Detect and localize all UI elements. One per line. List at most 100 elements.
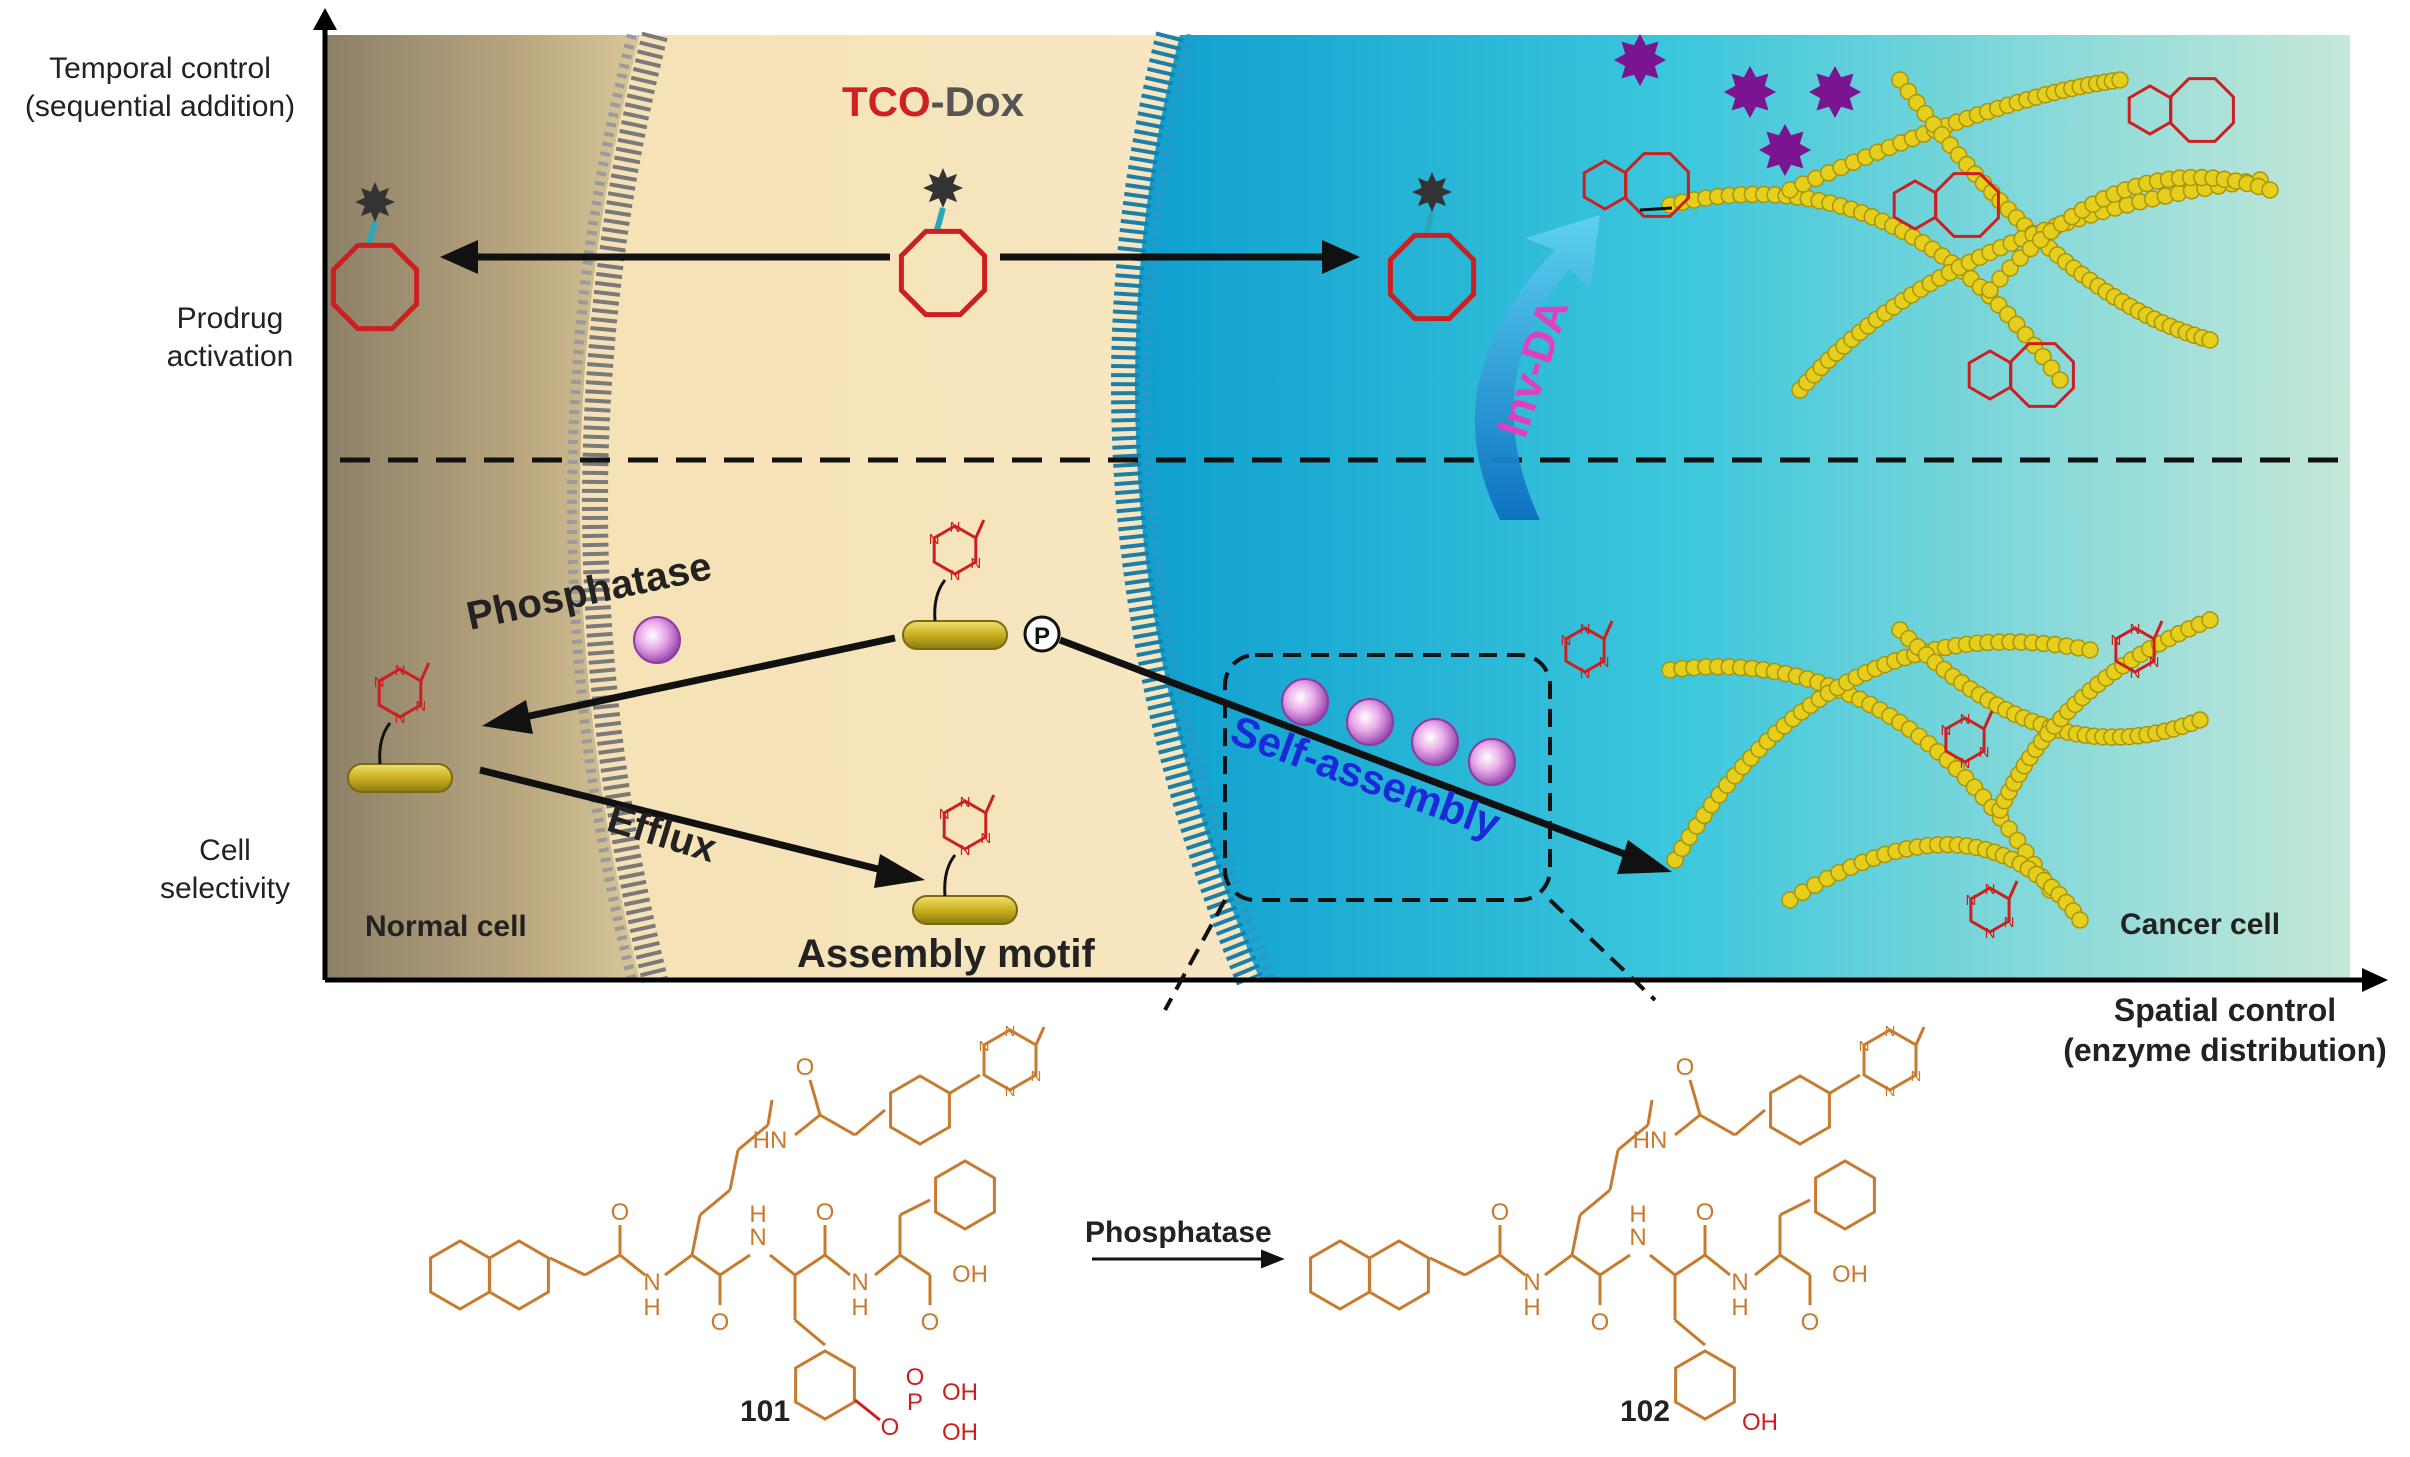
fiber-bead xyxy=(2008,831,2027,850)
fiber-bead xyxy=(2111,71,2129,89)
assembly-rod xyxy=(902,620,1008,650)
atom-label: H xyxy=(749,1201,766,1228)
phenyl-ring-linker xyxy=(1769,1074,1831,1146)
prodrug-activation-label: Prodrug activation xyxy=(70,300,390,376)
atom-label: H xyxy=(851,1294,868,1321)
phosphatase-enzyme-icon xyxy=(1411,718,1459,766)
atom-label: N xyxy=(643,1269,660,1296)
nitrogen-atom: N xyxy=(1885,1023,1896,1040)
methyl-bond xyxy=(1914,1026,1926,1046)
normal-cell-label: Normal cell xyxy=(365,910,527,943)
fiber-bottom-3 xyxy=(1891,621,2209,746)
bond-line xyxy=(808,1079,822,1116)
nitrogen-atom: N xyxy=(979,1038,990,1055)
fiber-bead xyxy=(1781,891,1799,909)
nitrogen-atom: N xyxy=(1911,1068,1922,1085)
bond-line xyxy=(1599,1253,1631,1277)
nitrogen-atom: N xyxy=(2130,621,2141,638)
fiber-bead xyxy=(2201,331,2219,349)
atom-label: O xyxy=(711,1309,730,1336)
phosphatase-enzymes xyxy=(633,616,1516,786)
atom-label: O xyxy=(1676,1054,1695,1081)
naphthalene-ring-a xyxy=(429,1239,491,1311)
tether-line xyxy=(943,854,957,897)
atom-label: P xyxy=(907,1389,923,1416)
atom-label: O xyxy=(881,1414,900,1441)
doxorubicin-icon xyxy=(923,168,963,208)
phosphatase-enzyme-icon xyxy=(1281,678,1329,726)
bond-line xyxy=(819,1113,856,1137)
bond-line xyxy=(794,1318,826,1347)
fiber-bead xyxy=(2261,181,2279,199)
fiber-bottom-2 xyxy=(1666,633,2099,869)
bond-line xyxy=(1674,1318,1706,1347)
nitrogen-atom: N xyxy=(395,710,406,727)
fiber-bead xyxy=(2081,641,2099,659)
nitrogen-atom: N xyxy=(1966,892,1977,909)
tco-dox-medium xyxy=(898,168,988,318)
bond-line xyxy=(1829,1073,1861,1095)
bond-line xyxy=(1617,1123,1649,1152)
released-drug-icon xyxy=(1809,66,1861,118)
atom-label: O xyxy=(906,1364,925,1391)
bond-line xyxy=(854,1108,886,1137)
tco-dox-label: TCO-Dox xyxy=(842,78,1024,126)
temporal-control-line2: (sequential addition) xyxy=(24,90,296,123)
bond-line xyxy=(1779,1198,1811,1217)
dox-label: -Dox xyxy=(930,78,1024,125)
methyl-bond xyxy=(2152,620,2164,640)
bond-line xyxy=(1699,1113,1736,1137)
prodrug-activation-line1: Prodrug xyxy=(176,302,284,335)
atom-label: H xyxy=(1523,1294,1540,1321)
nitrogen-atom: N xyxy=(415,698,426,715)
nitrogen-atom: N xyxy=(2004,914,2015,931)
bond-line xyxy=(584,1253,621,1277)
bond-line xyxy=(1579,1188,1611,1217)
fiber-bead xyxy=(2034,347,2052,366)
atom-label: HN xyxy=(1633,1127,1668,1154)
atom-label: N xyxy=(1629,1224,1646,1251)
cancer-cell-label: Cancer cell xyxy=(2120,908,2281,941)
temporal-control-label: Temporal control (sequential addition) xyxy=(0,50,320,126)
tco-dox-normal-cell xyxy=(330,182,420,332)
zoom-box xyxy=(1163,653,1657,1011)
cell-selectivity-line2: selectivity xyxy=(159,872,291,905)
bond-line xyxy=(691,1253,721,1277)
atom-label: N xyxy=(1523,1269,1540,1296)
nitrogen-atom: N xyxy=(970,555,981,572)
temporal-control-line1: Temporal control xyxy=(49,52,271,85)
nitrogen-atom: N xyxy=(950,567,961,584)
prodrug-distribution-arrows xyxy=(440,240,1360,274)
cyclooctane-ring xyxy=(2169,77,2235,143)
phosphatase-enzyme-icon xyxy=(1468,738,1516,786)
tco-dox-cancer-cell xyxy=(1387,172,1477,322)
adduct-3 xyxy=(1892,172,2000,238)
nitrogen-atom: N xyxy=(395,662,406,679)
adduct-2 xyxy=(2127,77,2235,143)
assembly-motif-label: Assembly motif xyxy=(797,932,1095,976)
bond-line xyxy=(1649,1253,1676,1277)
nitrogen-atom: N xyxy=(1960,755,1971,772)
tether-line xyxy=(378,722,392,765)
nitrogen-atom: N xyxy=(1561,632,1572,649)
bond-line xyxy=(728,1149,740,1191)
assembly-rod xyxy=(912,895,1018,925)
axes xyxy=(313,8,2388,992)
atom-label: H xyxy=(1731,1294,1748,1321)
linker-line xyxy=(366,221,378,245)
atom-label: O xyxy=(921,1309,940,1336)
bond-line xyxy=(1674,1253,1706,1277)
normal-cell-membrane xyxy=(567,31,668,984)
linker-line xyxy=(1423,211,1435,235)
atom-label: H xyxy=(643,1294,660,1321)
cancer-cell-membrane xyxy=(1111,31,1277,986)
trans-cyclooctene-ring xyxy=(1387,232,1477,322)
bond-line xyxy=(949,1073,981,1095)
phosphatase-enzyme-icon xyxy=(633,616,681,664)
nitrogen-atom: N xyxy=(1580,665,1591,682)
